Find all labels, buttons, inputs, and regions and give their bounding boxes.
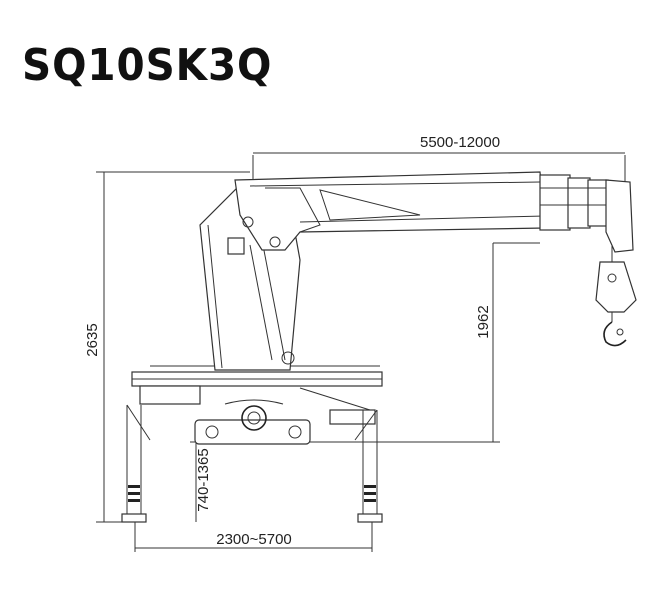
label-total-height: 2635 [84,323,101,356]
model-title: SQ10SK3Q [22,40,273,91]
dim-leg-height: 740-1365 [190,441,230,522]
crane-base [131,365,383,445]
dim-outrigger-span: 2300~5700 [134,522,373,552]
boom-tip [605,179,634,262]
dim-boom-reach: 5500-12000 [252,134,626,215]
label-leg-height: 740-1365 [195,448,212,511]
left-outrigger-leg [121,404,151,523]
right-outrigger-leg [354,409,383,523]
dim-total-height: 2635 [84,171,250,523]
dim-hook-height: 1962 [300,242,540,443]
label-outrigger-span: 2300~5700 [216,531,292,548]
label-boom-reach: 5500-12000 [420,134,500,151]
crane-boom [234,171,609,251]
hook-block [595,261,637,347]
label-hook-height: 1962 [475,305,492,338]
